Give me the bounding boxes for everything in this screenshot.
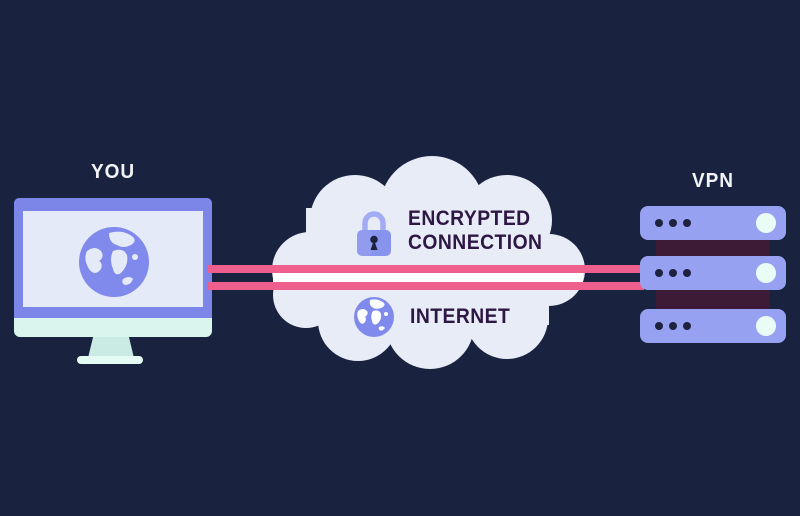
- server-indicator-light: [756, 316, 776, 336]
- vpn-server-stack: [640, 206, 786, 343]
- globe-icon: [79, 227, 149, 297]
- vpn-label: VPN: [692, 170, 734, 192]
- server-dot: [655, 269, 663, 277]
- monitor-chin: [14, 318, 212, 337]
- server-dot: [655, 322, 663, 330]
- server-dot: [669, 219, 677, 227]
- monitor-screen: [23, 211, 203, 307]
- server-unit: [640, 206, 786, 240]
- monitor-base: [77, 356, 143, 364]
- server-unit: [640, 309, 786, 343]
- encrypted-line1: ENCRYPTED: [408, 207, 531, 230]
- encrypted-connection-label: ENCRYPTED CONNECTION: [408, 207, 542, 254]
- connection-line-bottom: [208, 282, 644, 290]
- server-dot: [655, 219, 663, 227]
- encrypted-line2: CONNECTION: [408, 230, 543, 254]
- server-dot: [669, 322, 677, 330]
- server-dot: [683, 322, 691, 330]
- connection-line-top: [208, 265, 644, 273]
- monitor-frame: [14, 198, 212, 318]
- server-dot: [683, 269, 691, 277]
- server-dot: [683, 219, 691, 227]
- server-unit: [640, 256, 786, 290]
- connection-gap-band: [273, 273, 583, 282]
- internet-label: INTERNET: [410, 305, 511, 328]
- server-dot: [669, 269, 677, 277]
- server-indicator-light: [756, 263, 776, 283]
- lock-icon: [357, 211, 391, 256]
- internet-globe-icon: [354, 297, 394, 337]
- server-indicator-light: [756, 213, 776, 233]
- you-label: YOU: [90, 161, 136, 183]
- monitor-stand: [88, 337, 134, 358]
